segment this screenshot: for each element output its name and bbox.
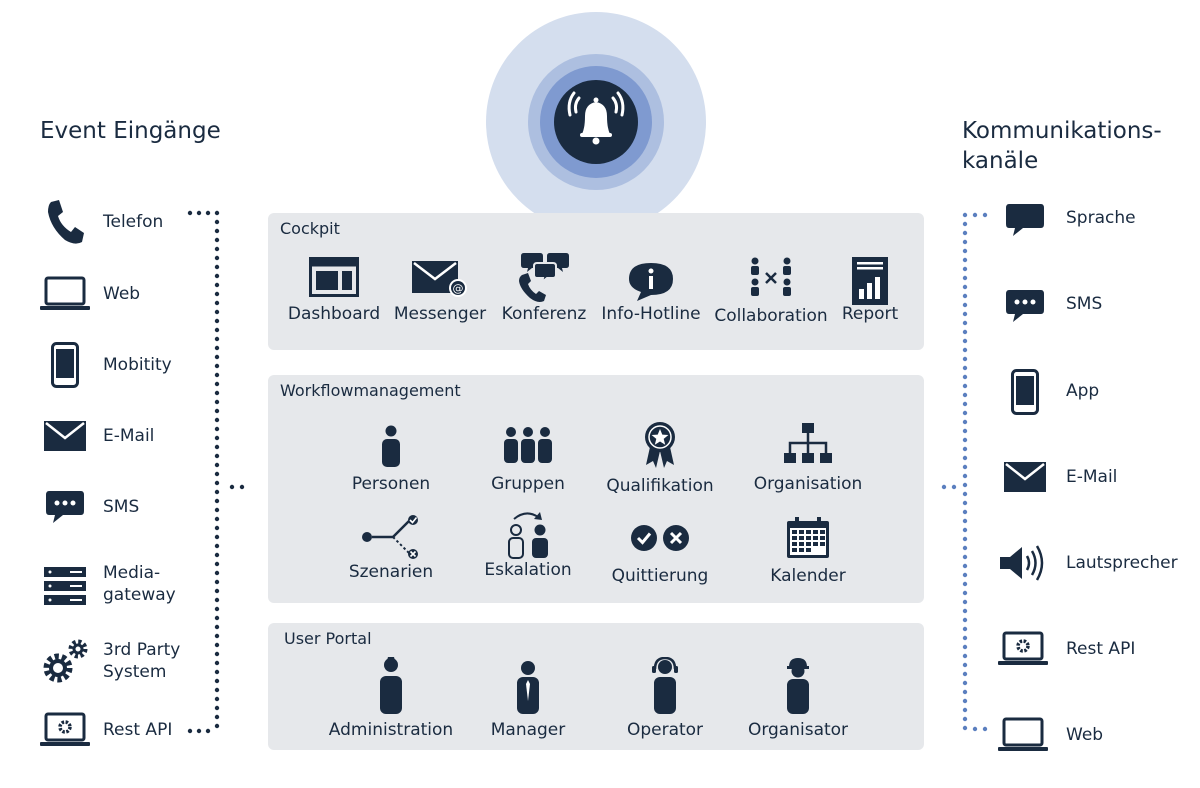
- workflow-item-label: Personen: [351, 474, 431, 494]
- laptop-icon: [998, 710, 1048, 760]
- svg-text:@: @: [453, 282, 464, 295]
- laptop-gear-icon: [998, 624, 1048, 674]
- workflow-item-label: Organisation: [753, 474, 863, 494]
- left-column-title: Event Eingänge: [40, 118, 221, 144]
- cockpit-panel: Cockpit Dashboard @ Messenger Konferenz …: [268, 213, 924, 350]
- portal-title: User Portal: [284, 629, 372, 648]
- cockpit-item-label: Konferenz: [501, 304, 587, 324]
- speaker-icon: [998, 538, 1048, 588]
- collaboration-icon: [751, 257, 791, 296]
- portal-item-label: Organisator: [747, 720, 849, 740]
- right-item-label-web: Web: [1066, 725, 1104, 745]
- chat-bubble-icon: [40, 482, 90, 532]
- dashboard-icon: [309, 257, 359, 297]
- alarm-bell-icon: [567, 91, 625, 145]
- cockpit-item-messenger[interactable]: @ Messenger: [370, 257, 510, 325]
- workflow-item-szenarien[interactable]: Szenarien: [321, 515, 461, 583]
- workflow-item-kalender[interactable]: Kalender: [738, 517, 878, 587]
- cockpit-title: Cockpit: [280, 219, 340, 238]
- messenger-icon: @: [412, 261, 467, 297]
- award-icon: [645, 422, 675, 468]
- mobile-icon: [1000, 367, 1050, 417]
- portal-item-operator[interactable]: Operator: [595, 657, 735, 741]
- workflow-item-qualifikation[interactable]: Qualifikation: [590, 421, 730, 497]
- cockpit-item-info-hotline[interactable]: Info-Hotline: [581, 261, 721, 325]
- left-item-label-rest-api: Rest API: [103, 720, 173, 740]
- envelope-icon: [40, 411, 90, 461]
- speech-bubble-icon: [1000, 195, 1050, 245]
- workflow-item-organisation[interactable]: Organisation: [738, 423, 878, 495]
- cockpit-item-collaboration[interactable]: Collaboration: [701, 257, 841, 327]
- portal-item-administration[interactable]: Administration: [321, 657, 461, 741]
- right-item-label-sprache: Sprache: [1066, 208, 1136, 228]
- admin-person-icon: [380, 657, 402, 714]
- chat-bubble-icon: [1000, 281, 1050, 331]
- right-item-label-app: App: [1066, 381, 1100, 401]
- phone-icon: [40, 197, 90, 247]
- right-item-label-rest-api: Rest API: [1066, 639, 1136, 659]
- laptop-icon: [40, 269, 90, 319]
- workflow-item-label: Gruppen: [491, 474, 565, 494]
- server-icon: [40, 561, 90, 611]
- gears-icon: [40, 637, 90, 687]
- portal-item-label: Administration: [328, 720, 454, 740]
- cockpit-item-report[interactable]: Report: [800, 257, 940, 325]
- right-item-label-lautsprecher: Lautsprecher: [1066, 553, 1178, 573]
- cockpit-item-label: Messenger: [393, 304, 487, 324]
- conference-icon: [519, 253, 569, 302]
- manager-person-icon: [517, 661, 539, 714]
- branch-icon: [362, 515, 418, 559]
- check-cross-icon: [631, 525, 689, 551]
- right-item-label-sms: SMS: [1066, 294, 1103, 314]
- right-connector-dots: [941, 212, 988, 732]
- left-item-label-3rd-party: 3rd Party System: [103, 640, 181, 682]
- envelope-icon: [1000, 452, 1050, 502]
- workflow-title: Workflowmanagement: [280, 381, 461, 400]
- org-chart-icon: [784, 423, 832, 463]
- left-item-label-mobitity: Mobitity: [103, 355, 172, 375]
- laptop-gear-icon: [40, 705, 90, 755]
- portal-item-manager[interactable]: Manager: [458, 661, 598, 741]
- organizer-person-icon: [787, 658, 809, 714]
- left-connector-dots: [187, 210, 245, 734]
- workflow-item-label: Eskalation: [484, 560, 572, 580]
- portal-item-organisator[interactable]: Organisator: [728, 657, 868, 741]
- workflow-item-gruppen[interactable]: Gruppen: [458, 427, 598, 495]
- workflow-item-label: Quittierung: [611, 566, 709, 586]
- group-icon: [504, 427, 552, 463]
- right-item-label-email: E-Mail: [1066, 467, 1118, 487]
- workflow-item-label: Kalender: [770, 566, 846, 586]
- workflow-item-label: Szenarien: [348, 562, 434, 582]
- workflow-item-label: Qualifikation: [606, 476, 714, 496]
- portal-panel: User Portal Administration Manager Opera…: [268, 623, 924, 750]
- portal-item-label: Operator: [626, 720, 704, 740]
- info-bubble-icon: [629, 263, 673, 301]
- left-item-label-sms: SMS: [103, 497, 140, 517]
- report-icon: [852, 257, 888, 305]
- calendar-icon: [787, 517, 829, 558]
- left-item-label-mediagateway: Media- gateway: [103, 563, 176, 605]
- portal-item-label: Manager: [490, 720, 566, 740]
- left-item-label-web: Web: [103, 284, 141, 304]
- person-icon: [382, 425, 400, 467]
- right-column-title: Kommunikations- kanäle: [962, 118, 1162, 174]
- cockpit-item-label: Info-Hotline: [601, 304, 701, 324]
- alarm-halo: [486, 12, 706, 222]
- mobile-icon: [40, 340, 90, 390]
- cockpit-item-label: Collaboration: [714, 306, 828, 326]
- workflow-item-eskalation[interactable]: Eskalation: [458, 509, 598, 581]
- cockpit-item-konferenz[interactable]: Konferenz: [474, 251, 614, 325]
- left-item-label-email: E-Mail: [103, 426, 155, 446]
- escalation-icon: [508, 512, 548, 559]
- cockpit-item-label: Report: [841, 304, 899, 324]
- operator-person-icon: [652, 657, 678, 714]
- workflow-item-quittierung[interactable]: Quittierung: [590, 523, 730, 587]
- left-item-label-telefon: Telefon: [103, 212, 164, 232]
- workflow-item-personen[interactable]: Personen: [321, 425, 461, 495]
- workflow-panel: Workflowmanagement Personen Gruppen Qual…: [268, 375, 924, 603]
- cockpit-item-label: Dashboard: [287, 304, 381, 324]
- cockpit-item-dashboard[interactable]: Dashboard: [264, 257, 404, 325]
